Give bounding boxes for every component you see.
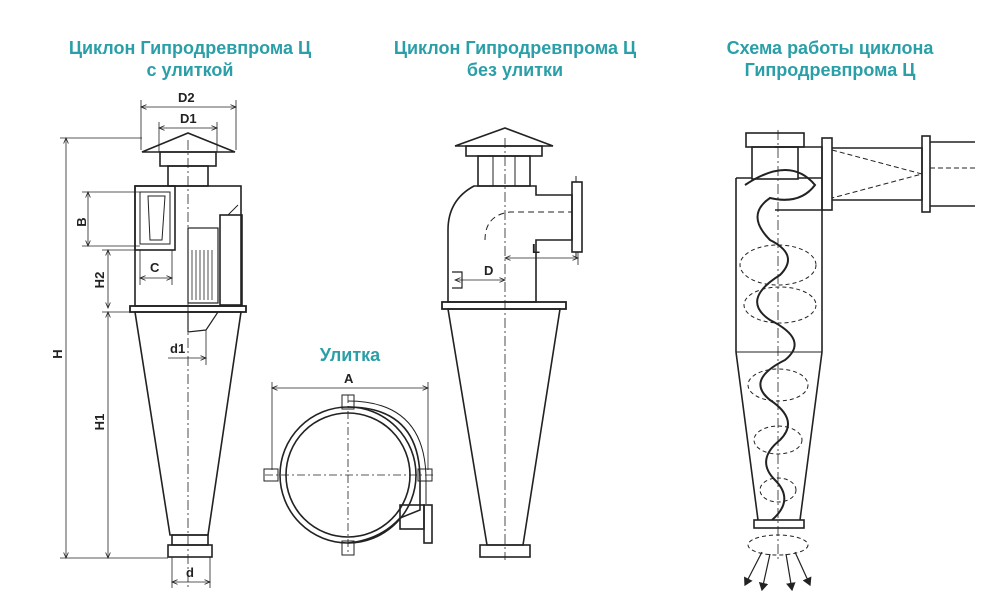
dim-label-C: C (150, 260, 160, 275)
dim-label-D1: D1 (180, 111, 197, 126)
dim-label-A: A (344, 371, 354, 386)
cyclone-without-volute-dimensions (455, 252, 578, 280)
dim-label-D: D (484, 263, 493, 278)
volute-dimensions (272, 382, 428, 470)
title-scheme-line1: Схема работы циклона (726, 38, 934, 58)
dim-label-d: d (186, 565, 194, 580)
title-volute: Улитка (300, 344, 400, 366)
cyclone-with-volute-dim-labels: D2 D1 B C H2 H H1 d1 d (50, 90, 197, 580)
cyclone-with-volute-drawing (129, 132, 247, 590)
dim-label-H: H (50, 349, 65, 358)
title-volute-text: Улитка (319, 345, 381, 365)
volute-drawing (263, 394, 435, 556)
title-with-volute: Циклон Гипродревпрома Ц с улиткой (40, 37, 340, 81)
title-scheme: Схема работы циклона Гипродревпрома Ц (680, 37, 980, 81)
cyclone-without-volute-drawing (441, 127, 583, 560)
title-without-volute-line2: без улитки (466, 60, 564, 80)
title-without-volute: Циклон Гипродревпрома Ц без улитки (365, 37, 665, 81)
title-scheme-line2: Гипродревпрома Ц (744, 60, 916, 80)
title-without-volute-line1: Циклон Гипродревпрома Ц (393, 38, 637, 58)
cyclone-with-volute-dimensions (60, 100, 236, 588)
dim-label-d1: d1 (170, 341, 185, 356)
dim-label-B: B (74, 217, 89, 226)
dim-label-D2: D2 (178, 90, 195, 105)
scheme-drawing (735, 130, 975, 592)
title-with-volute-line1: Циклон Гипродревпрома Ц (68, 38, 312, 58)
cyclone-without-volute-dim-labels: L D (484, 241, 540, 278)
dim-label-H2: H2 (92, 272, 107, 289)
title-with-volute-line2: с улиткой (146, 60, 234, 80)
dim-label-L: L (532, 241, 540, 256)
dim-label-H1: H1 (92, 414, 107, 431)
